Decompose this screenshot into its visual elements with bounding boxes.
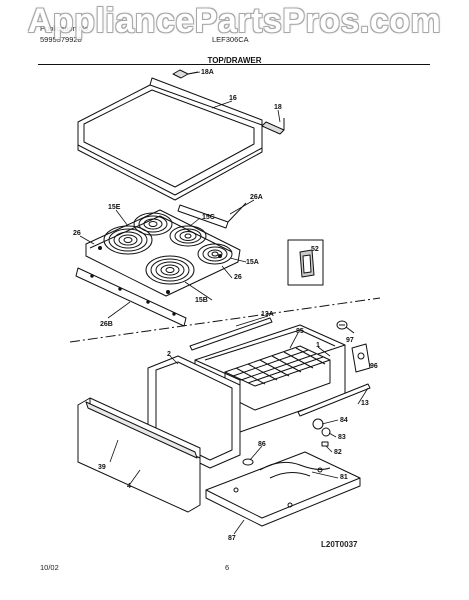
callout-96: 96 [370, 363, 378, 370]
drawer-rail-part-13A [189, 317, 273, 351]
section-title: TOP/DRAWER [207, 56, 262, 65]
callout-26A: 26A [250, 194, 263, 201]
callout-4: 4 [127, 483, 131, 490]
callout-83: 83 [338, 434, 346, 441]
wire-harness-part-81 [259, 461, 331, 479]
drawer-rail-part-13 [297, 383, 371, 417]
footer-page-number: 6 [225, 563, 230, 572]
watermark: AppliancePartsPros.com [27, 2, 442, 40]
hardware-parts-84-83-82 [312, 418, 331, 447]
bracket-part-96 [351, 343, 371, 373]
callout-15E: 15E [108, 204, 121, 211]
callout-18A: 18A [201, 69, 214, 76]
callout-52: 52 [311, 246, 319, 253]
callout-13: 13 [361, 400, 369, 407]
callout-87: 87 [228, 535, 236, 542]
surface-element-part-15E [103, 212, 173, 255]
callout-81: 81 [340, 474, 348, 481]
surface-element-part-15B [145, 255, 195, 285]
callout-16: 16 [229, 95, 237, 102]
surface-element-part-15C [169, 225, 207, 247]
footer-date: 10/02 [40, 563, 59, 572]
callout-26B: 26B [100, 321, 113, 328]
callout-18: 18 [274, 104, 282, 111]
callout-26-lower: 26 [234, 274, 242, 281]
callout-1: 1 [316, 342, 320, 349]
header-rule [38, 64, 430, 65]
callout-15C: 15C [202, 214, 215, 221]
element-bracket-part-26 [85, 209, 241, 297]
model-number: LEF306CA [212, 35, 249, 44]
drawer-handle-part-39 [85, 401, 198, 459]
callout-13A: 13A [261, 311, 274, 318]
hinge-part-18 [261, 118, 285, 135]
publication-label: Publication No. [40, 24, 91, 33]
leader-lines [79, 71, 369, 535]
cooktop-glass-part-16 [77, 77, 263, 201]
callout-86: 86 [258, 441, 266, 448]
callout-84: 84 [340, 417, 348, 424]
callout-26-upper: 26 [73, 230, 81, 237]
screw-part-97 [336, 320, 355, 334]
callout-97: 97 [346, 337, 354, 344]
surface-element-part-15A [197, 243, 233, 265]
fastener-part-86 [242, 458, 254, 466]
bottom-panel-part-87 [205, 451, 361, 527]
clip-part-18A [172, 69, 199, 79]
callout-85: 85 [296, 328, 304, 335]
callout-15B: 15B [195, 297, 208, 304]
callout-39: 39 [98, 464, 106, 471]
assembly-guide-line [69, 297, 381, 343]
knob-part-52 [287, 239, 324, 286]
publication-number: 5995379928 [40, 35, 82, 44]
callout-82: 82 [334, 449, 342, 456]
callout-15A: 15A [246, 259, 259, 266]
figure-code: L20T0037 [321, 540, 358, 549]
callout-2: 2 [167, 351, 171, 358]
